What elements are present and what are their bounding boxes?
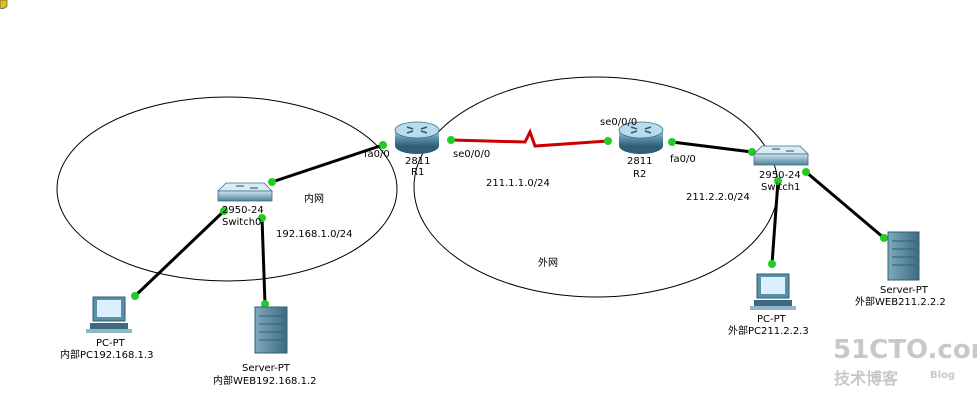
- inner-zone-ellipse: [56, 96, 398, 282]
- port-dot: [220, 207, 228, 215]
- r1-name-label: R1: [411, 167, 424, 178]
- port-dot: [604, 137, 612, 145]
- port-dot: [768, 260, 776, 268]
- r2-fa-port-label: fa0/0: [670, 154, 696, 165]
- link-r2-sw1[interactable]: [671, 140, 753, 154]
- router-r1[interactable]: [394, 121, 440, 154]
- switch-arrows-icon: [772, 148, 794, 152]
- server-0[interactable]: [254, 306, 288, 354]
- port-dot: [447, 136, 455, 144]
- port-dot: [668, 138, 676, 146]
- port-dot: [131, 292, 139, 300]
- pc-1[interactable]: [750, 273, 796, 310]
- watermark: 51CTO.com 技术博客 Blog: [833, 335, 977, 388]
- server-1[interactable]: [887, 231, 920, 281]
- router-arrows-icon: [406, 126, 428, 134]
- port-dot: [268, 178, 276, 186]
- r1-fa-port-label: fa0/0: [364, 149, 390, 160]
- sw1-name-label: Switch1: [761, 182, 800, 193]
- watermark-blog: Blog: [930, 370, 955, 381]
- port-dot: [379, 141, 387, 149]
- pc0-type-label: PC-PT: [96, 338, 126, 349]
- r2-name-label: R2: [633, 169, 646, 180]
- switch-0[interactable]: [217, 182, 273, 202]
- inner-net-label: 192.168.1.0/24: [276, 229, 353, 240]
- corner-fragment: [0, 0, 8, 9]
- port-dots: [131, 136, 888, 308]
- pc-0[interactable]: [86, 296, 132, 333]
- router-r2[interactable]: [618, 121, 664, 154]
- srv1-name-label: 外部WEB211.2.2.2: [855, 295, 946, 308]
- link-sw1-pc1[interactable]: [770, 180, 780, 265]
- router-arrows-icon: [630, 126, 652, 134]
- port-dot: [258, 214, 266, 222]
- port-dot: [774, 177, 782, 185]
- srv0-name-label: 内部WEB192.168.1.2: [213, 374, 317, 387]
- outer-net-label: 211.2.2.0/24: [686, 192, 750, 203]
- r1-se-port-label: se0/0/0: [453, 149, 490, 160]
- pc0-name-label: 内部PC192.168.1.3: [60, 348, 153, 361]
- port-dot: [261, 300, 269, 308]
- r2-se-port-label: se0/0/0: [600, 117, 637, 128]
- port-dot: [802, 168, 810, 176]
- link-sw0-pc0[interactable]: [133, 209, 226, 298]
- link-sw0-r1[interactable]: [271, 143, 384, 184]
- r1-model-label: 2811: [405, 156, 430, 167]
- link-r1-r2-serial[interactable]: [450, 128, 609, 148]
- switch-1[interactable]: [753, 145, 809, 166]
- watermark-sub: 技术博客: [834, 369, 899, 388]
- r2-model-label: 2811: [627, 156, 652, 167]
- inner-zone-label: 内网: [304, 192, 324, 205]
- outer-zone-ellipse: [413, 76, 779, 298]
- pc1-type-label: PC-PT: [757, 314, 787, 325]
- srv0-type-label: Server-PT: [242, 363, 291, 374]
- link-sw0-srv0[interactable]: [260, 217, 267, 305]
- switch-arrows-icon: [236, 185, 258, 189]
- wan-net-label: 211.1.1.0/24: [486, 178, 550, 189]
- pc1-name-label: 外部PC211.2.2.3: [728, 324, 809, 337]
- sw0-model-label: 2950-24: [222, 205, 264, 216]
- labels: fa0/0 se0/0/0 se0/0/0 fa0/0 2811 R1 2811…: [60, 117, 946, 387]
- sw1-model-label: 2950-24: [759, 170, 801, 181]
- watermark-site: 51CTO.com: [833, 335, 977, 365]
- outer-zone-label: 外网: [538, 257, 558, 269]
- port-dot: [880, 234, 888, 242]
- links: [133, 128, 885, 305]
- link-sw1-srv1[interactable]: [805, 170, 885, 240]
- srv1-type-label: Server-PT: [880, 285, 929, 296]
- sw0-name-label: Switch0: [222, 217, 261, 228]
